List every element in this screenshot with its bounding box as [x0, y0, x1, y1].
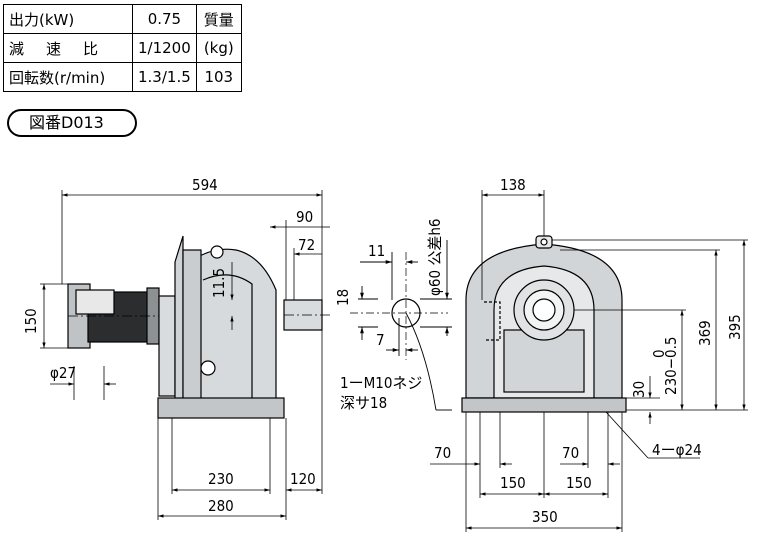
dim-350: 350 — [532, 508, 558, 526]
dim-369: 369 — [696, 320, 714, 346]
front-housing — [461, 235, 627, 413]
dim-7: 7 — [376, 331, 385, 349]
spec-row-output: 出力(kW) 0.75 質量 — [3, 4, 242, 34]
front-dimension-lines — [430, 190, 748, 532]
motor-body — [67, 283, 162, 349]
dim-70-right: 70 — [562, 444, 579, 462]
dim-230-upper: 0 — [650, 349, 668, 358]
spec-value-output: 0.75 — [132, 4, 197, 34]
side-view — [40, 190, 332, 520]
spec-table: 出力(kW) 0.75 質量 減速比 1/1200 (kg) 回転数(r/min… — [3, 4, 242, 92]
spec-value-speed: 1.3/1.5 — [132, 62, 197, 92]
spec-label-speed: 回転数(r/min) — [3, 62, 133, 92]
dim-395: 395 — [726, 314, 744, 340]
dim-72: 72 — [298, 236, 315, 254]
spec-row-ratio: 減速比 1/1200 (kg) — [3, 33, 242, 63]
mass-value: 103 — [195, 62, 242, 92]
spec-label-output: 出力(kW) — [3, 4, 133, 34]
dim-height-150: 150 — [22, 308, 40, 334]
dim-150-left: 150 — [500, 474, 526, 492]
hole-note: 4ーφ24 — [652, 441, 702, 459]
dim-motor-dia: φ27 — [50, 364, 76, 382]
drawing-number-badge: 図番D013 — [7, 109, 137, 137]
dim-138: 138 — [500, 176, 526, 194]
spec-row-speed: 回転数(r/min) 1.3/1.5 103 — [3, 62, 242, 92]
dim-30: 30 — [630, 381, 648, 398]
front-view — [430, 190, 748, 532]
dim-shaft-dia: φ60 公差h6 — [426, 219, 444, 297]
shaft-end-view — [350, 240, 452, 411]
dim-90: 90 — [296, 208, 313, 226]
dim-11: 11 — [368, 242, 385, 260]
tap-note-line2: 深サ18 — [340, 394, 387, 412]
dim-18: 18 — [334, 289, 352, 306]
dim-base-230: 230 — [208, 470, 234, 488]
dim-150-right: 150 — [566, 474, 592, 492]
tap-note-line1: 1ーM10ネジ — [340, 374, 422, 392]
dim-shaft-120: 120 — [290, 470, 316, 488]
spec-label-ratio: 減速比 — [3, 33, 133, 63]
gearbox-housing — [157, 235, 332, 419]
dim-11-5: 11.5 — [210, 268, 228, 298]
dim-overall-length: 594 — [192, 176, 218, 194]
dim-70-left: 70 — [434, 444, 451, 462]
side-dimension-lines — [40, 190, 330, 520]
mass-unit: (kg) — [195, 33, 242, 63]
dim-base-280: 280 — [208, 497, 234, 515]
dim-230: 230−0.5 — [662, 336, 680, 395]
